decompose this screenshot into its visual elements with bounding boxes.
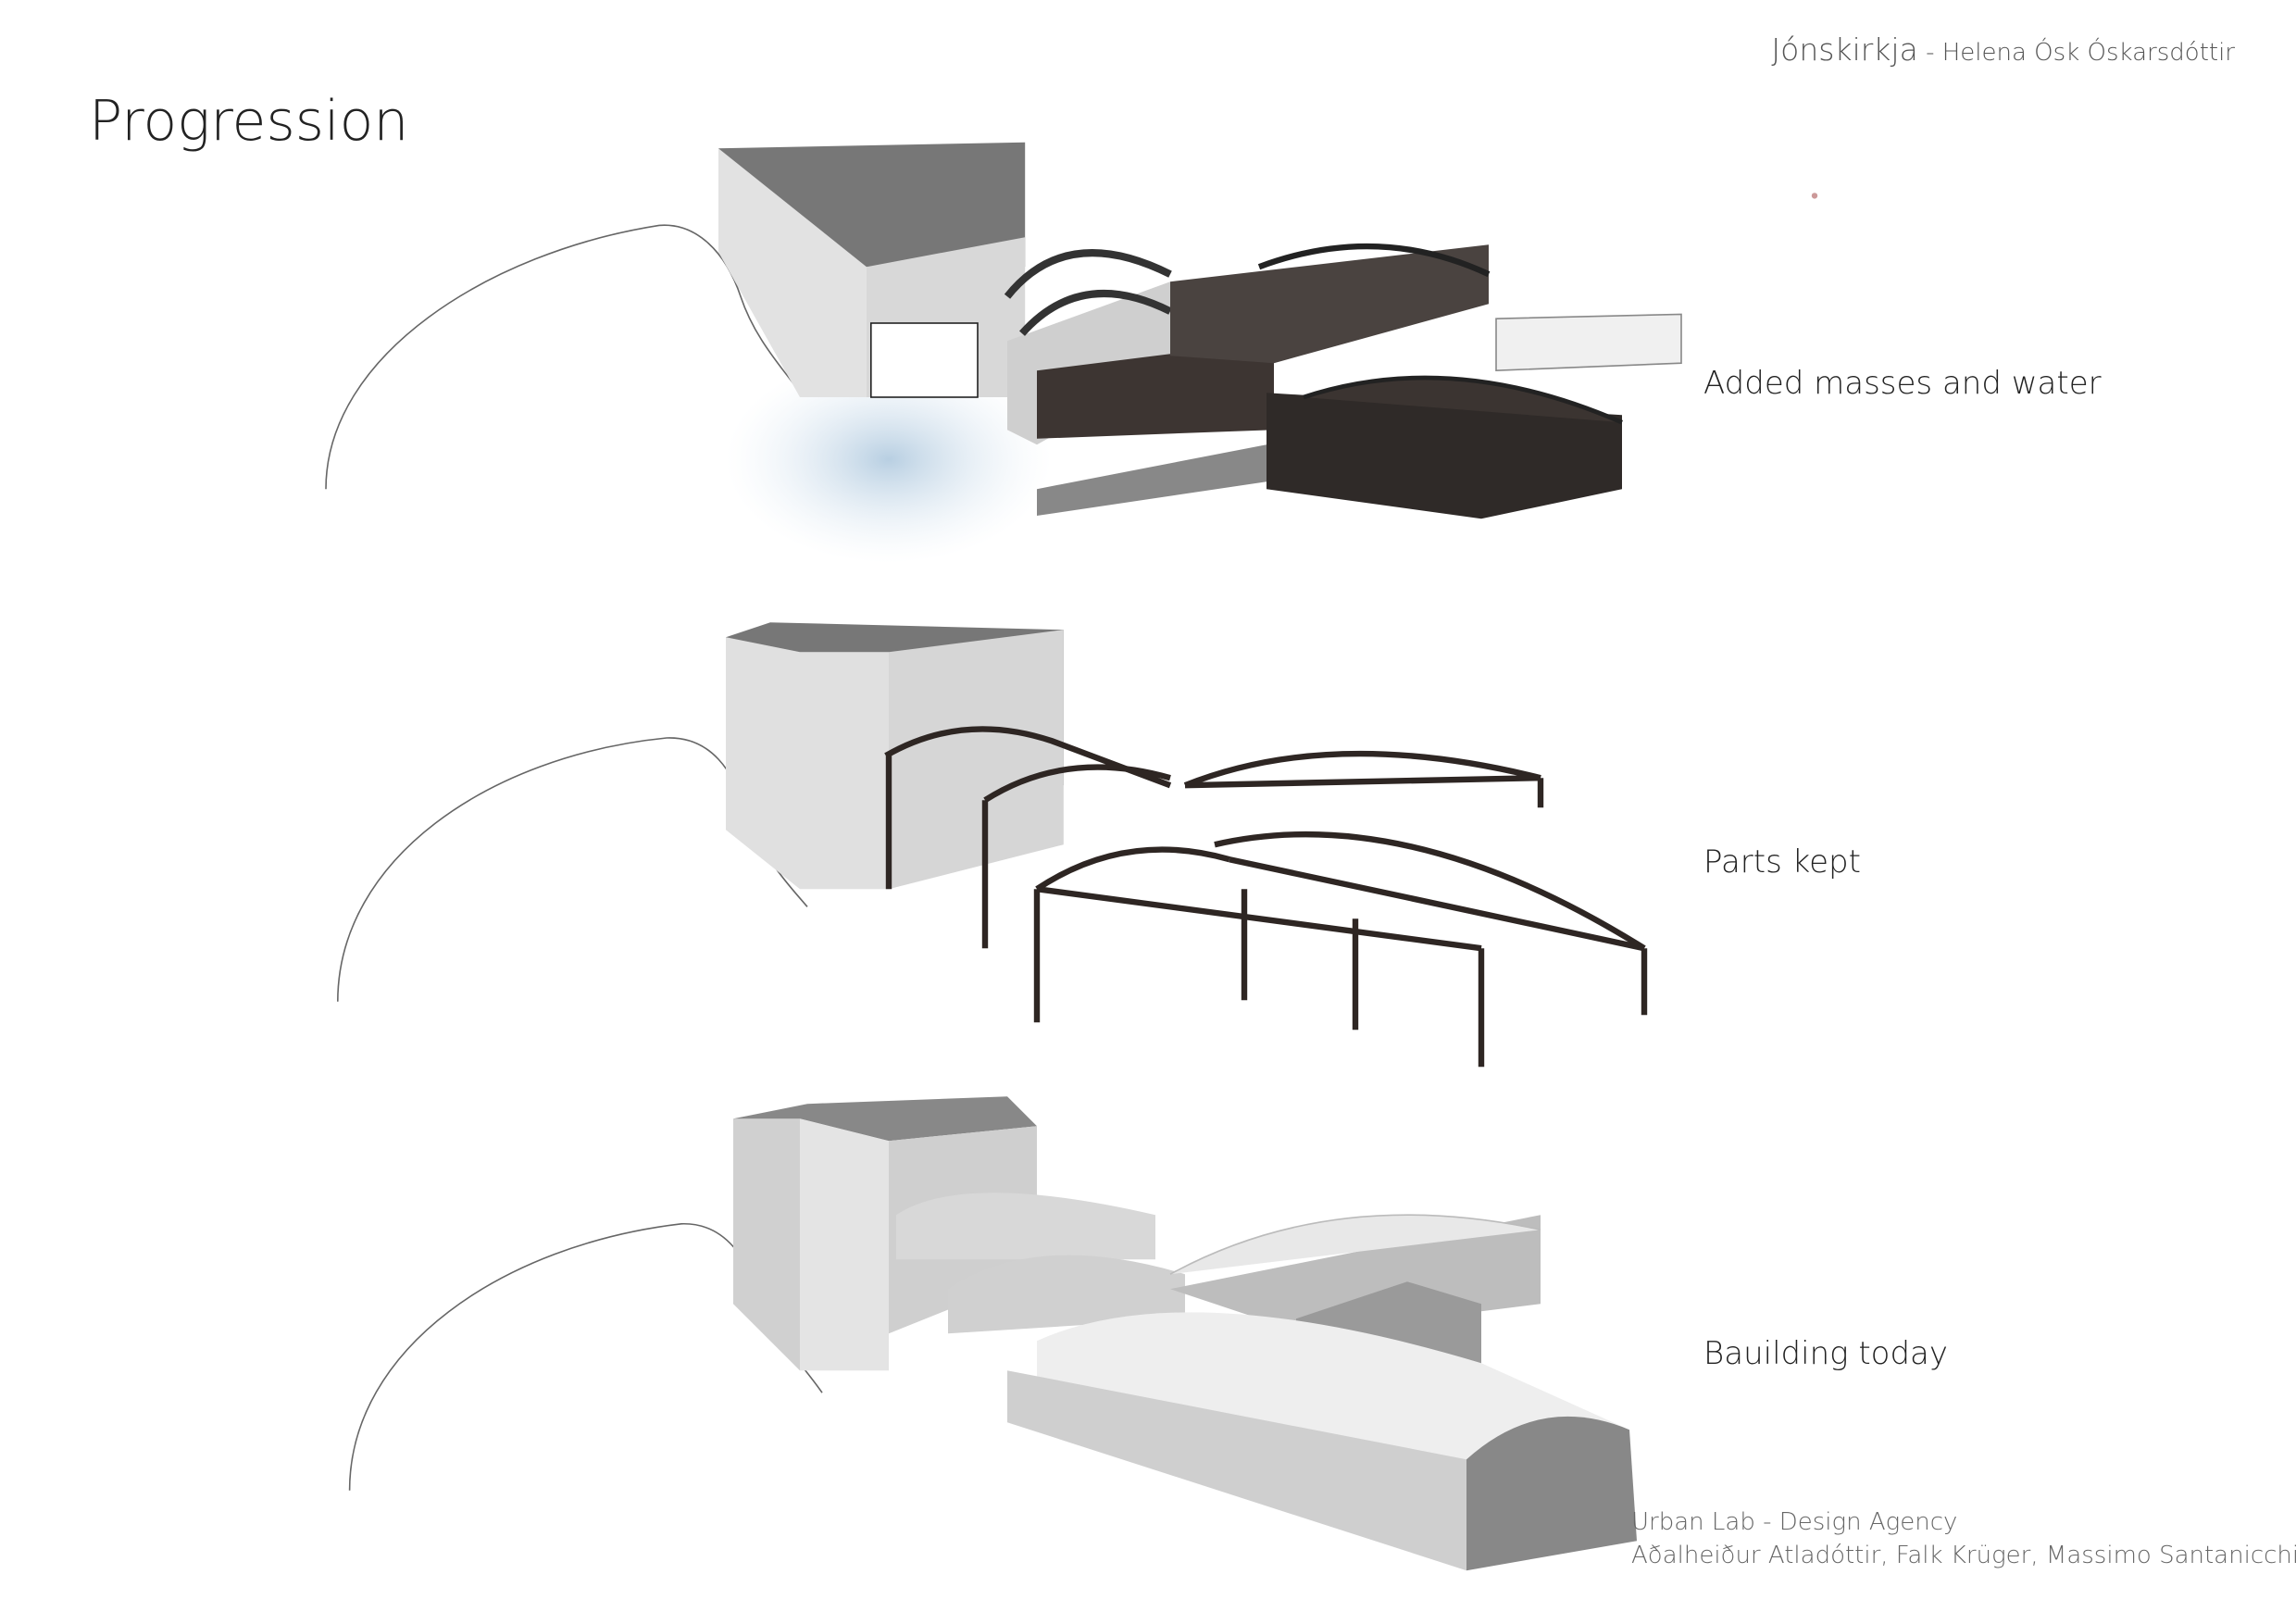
credits: Urban Lab - Design Agency Aðalheiður Atl… <box>1631 1505 2296 1572</box>
stage-1-drawing <box>325 142 1682 564</box>
agency-name: Urban Lab - Design Agency <box>1631 1508 1958 1536</box>
stage-label-parts-kept: Parts kept <box>1703 843 1861 881</box>
author-name: Helena Ósk Óskarsdóttir <box>1941 39 2235 67</box>
hill-outline <box>325 224 801 490</box>
credit-people: Aðalheiður Atladóttir, Falk Krüger, Mass… <box>1631 1542 2296 1569</box>
stage-label-added-masses: Added masses and water <box>1703 365 2102 402</box>
stage-label-building-today: Bauilding today <box>1703 1335 1948 1372</box>
stage-2-drawing <box>337 622 1648 1068</box>
project-name: Jónskirkja <box>1771 31 1918 68</box>
header: Jónskirkja - Helena Ósk Óskarsdóttir <box>1771 31 2235 68</box>
stray-dot <box>1811 193 1818 199</box>
water-area <box>726 356 1052 564</box>
page-title: Progression <box>89 89 409 154</box>
header-separator: - <box>1917 39 1942 67</box>
stage-3-drawing <box>348 1096 1637 1571</box>
